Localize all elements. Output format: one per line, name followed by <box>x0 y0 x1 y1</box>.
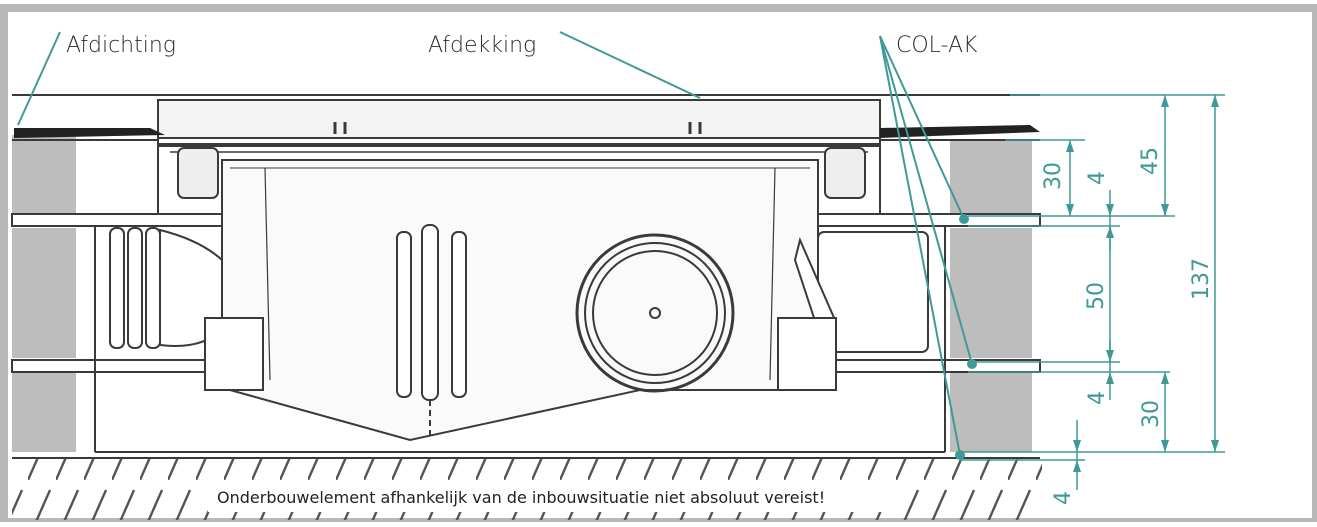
cover-pins <box>333 122 702 134</box>
slab-left-lower <box>11 359 223 373</box>
dim-4-top: 4 <box>1085 171 1110 185</box>
wall-right-top <box>950 140 1032 218</box>
clip-left <box>177 147 219 199</box>
seal-strip-left <box>14 128 165 138</box>
dim-45: 45 <box>1138 147 1163 175</box>
label-afdichting: Afdichting <box>66 33 176 58</box>
slab-left-upper <box>11 213 223 227</box>
dimension-lines <box>960 94 1225 490</box>
dim-137: 137 <box>1189 258 1214 300</box>
wall-left-top <box>12 135 76 215</box>
strainer-bars <box>396 224 467 401</box>
foot-left <box>204 317 264 391</box>
note-text: Onderbouwelement afhankelijk van de inbo… <box>217 488 825 507</box>
drain-box-body <box>221 159 819 442</box>
leader-lines <box>17 31 973 456</box>
box-inner-left <box>264 167 271 381</box>
dim-4-bottom: 4 <box>1085 391 1110 405</box>
cover-plate <box>157 99 881 139</box>
bellows-left <box>109 227 223 349</box>
dim-4-floor: 4 <box>1051 491 1076 505</box>
wall-right-bottom <box>950 372 1032 452</box>
label-colak: COL-AK <box>896 33 978 58</box>
dim-30-top: 30 <box>1041 162 1066 190</box>
box-inner-right <box>769 167 776 381</box>
wall-left-mid <box>12 228 76 358</box>
bellows-right <box>793 231 929 353</box>
label-afdekking: Afdekking <box>428 33 536 58</box>
note-box <box>208 482 892 512</box>
outlet-pipe <box>575 233 735 393</box>
wall-left-bottom <box>12 372 76 452</box>
dimension-arrows <box>1066 95 1219 472</box>
support-lines <box>94 138 946 453</box>
wall-right-mid <box>950 228 1032 358</box>
dim-50: 50 <box>1084 282 1109 310</box>
seal-strip-right <box>880 125 1040 138</box>
foot-right <box>777 317 837 391</box>
clip-right <box>824 147 866 199</box>
dim-30-bottom: 30 <box>1139 400 1164 428</box>
